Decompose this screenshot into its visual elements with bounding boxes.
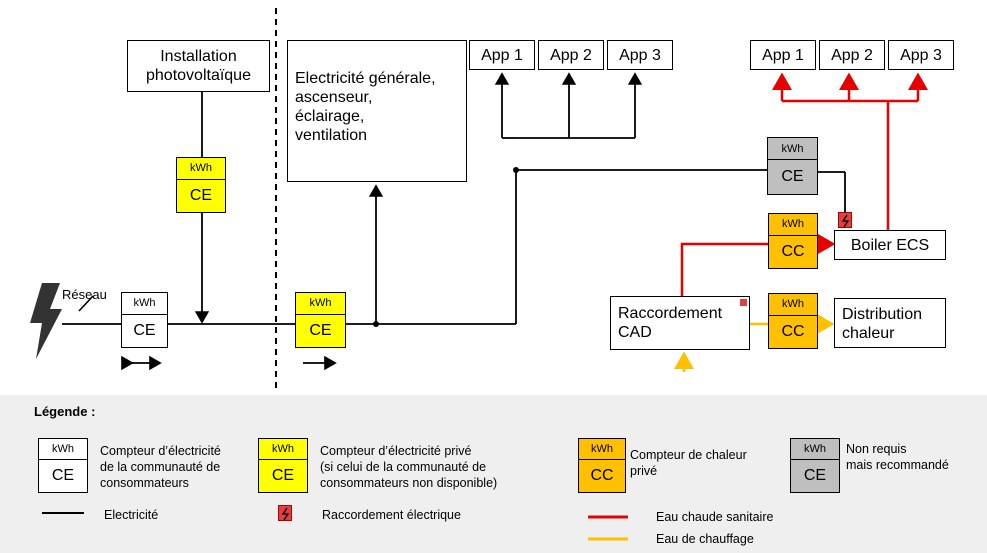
meter-unit: kWh bbox=[791, 439, 839, 461]
meter-type: CC bbox=[590, 467, 614, 485]
app2-left-box: App 2 bbox=[538, 40, 604, 70]
meter-community-ce: kWh CE bbox=[121, 292, 168, 348]
app2-right-label: App 2 bbox=[831, 46, 873, 64]
meter-unit: kWh bbox=[39, 439, 87, 461]
legend-plug-icon bbox=[278, 505, 292, 521]
meter-type: CC bbox=[781, 242, 805, 260]
meter-type: CE bbox=[133, 321, 156, 339]
legend-hot-water-line bbox=[588, 515, 628, 519]
app2-right-box: App 2 bbox=[819, 40, 885, 70]
app1-right-box: App 1 bbox=[750, 40, 816, 70]
meter-unit: kWh bbox=[769, 294, 817, 316]
legend-ce-private-text: Compteur d’électricité privé (si celui d… bbox=[320, 444, 498, 490]
boiler-label: Boiler ECS bbox=[850, 236, 930, 254]
legend-hot-water-text: Eau chaude sanitaire bbox=[656, 510, 774, 524]
meter-unit: kWh bbox=[769, 214, 817, 236]
raccordement-plug-icon bbox=[740, 299, 747, 306]
legend-cc-private-text: Compteur de chaleur privé bbox=[630, 448, 747, 478]
app3-right-label: App 3 bbox=[900, 46, 942, 64]
reseau-label: Réseau bbox=[62, 287, 107, 302]
installation-pv-label: Installation photovoltaïque bbox=[146, 48, 251, 84]
elec-generale-box: Electricité générale, ascenseur, éclaira… bbox=[287, 40, 467, 182]
legend-title: Légende : bbox=[34, 404, 96, 419]
meter-gray-ce: kWh CE bbox=[767, 137, 818, 195]
app1-left-label: App 1 bbox=[481, 46, 523, 64]
meter-pv-ce: kWh CE bbox=[176, 157, 226, 213]
meter-hotwater-cc: kWh CC bbox=[768, 213, 818, 269]
app3-right-box: App 3 bbox=[888, 40, 954, 70]
meter-type: CE bbox=[51, 467, 75, 485]
boiler-box: Boiler ECS bbox=[834, 230, 946, 260]
raccordement-label: Raccordement CAD bbox=[618, 305, 723, 341]
meter-type: CE bbox=[803, 467, 827, 485]
legend-electricity-text: Electricité bbox=[104, 508, 159, 522]
legend-heating-water-text: Eau de chauffage bbox=[656, 532, 754, 546]
meter-type: CE bbox=[271, 467, 295, 485]
distribution-box: Distribution chaleur bbox=[834, 298, 946, 348]
app2-left-label: App 2 bbox=[550, 46, 592, 64]
installation-pv-box: Installation photovoltaïque bbox=[127, 40, 270, 92]
meter-type: CE bbox=[781, 168, 804, 186]
legend-ce-community-text: Compteur d’électricité de la communauté … bbox=[100, 444, 221, 490]
app1-right-label: App 1 bbox=[762, 46, 804, 64]
raccordement-box: Raccordement CAD bbox=[610, 296, 750, 350]
legend-meter-community: kWh CE bbox=[38, 438, 88, 493]
legend-meter-heat: kWh CC bbox=[578, 438, 626, 493]
meter-unit: kWh bbox=[177, 158, 225, 180]
legend-electricity-line bbox=[42, 512, 84, 514]
meter-private-ce: kWh CE bbox=[295, 292, 346, 348]
meter-type: CC bbox=[781, 322, 805, 340]
meter-type: CE bbox=[309, 321, 332, 339]
lightning-bolt-icon bbox=[30, 283, 62, 359]
meter-type: CE bbox=[189, 186, 213, 204]
legend-meter-optional: kWh CE bbox=[790, 438, 840, 493]
electrical-plug-icon bbox=[838, 212, 852, 228]
meter-unit: kWh bbox=[122, 293, 167, 315]
legend-not-required-text: Non requis mais recommandé bbox=[846, 442, 949, 472]
legend-electrical-connection-text: Raccordement électrique bbox=[322, 508, 461, 522]
legend-heating-water-line bbox=[588, 537, 628, 541]
elec-generale-label: Electricité générale, ascenseur, éclaira… bbox=[295, 70, 436, 144]
meter-unit: kWh bbox=[768, 138, 817, 161]
app3-left-label: App 3 bbox=[619, 46, 661, 64]
app1-left-box: App 1 bbox=[469, 40, 535, 70]
meter-unit: kWh bbox=[296, 293, 345, 315]
legend-meter-private: kWh CE bbox=[258, 438, 308, 493]
meter-unit: kWh bbox=[259, 439, 307, 461]
meter-distribution-cc: kWh CC bbox=[768, 293, 818, 349]
meter-unit: kWh bbox=[579, 439, 625, 461]
app3-left-box: App 3 bbox=[607, 40, 673, 70]
distribution-label: Distribution chaleur bbox=[842, 306, 923, 342]
